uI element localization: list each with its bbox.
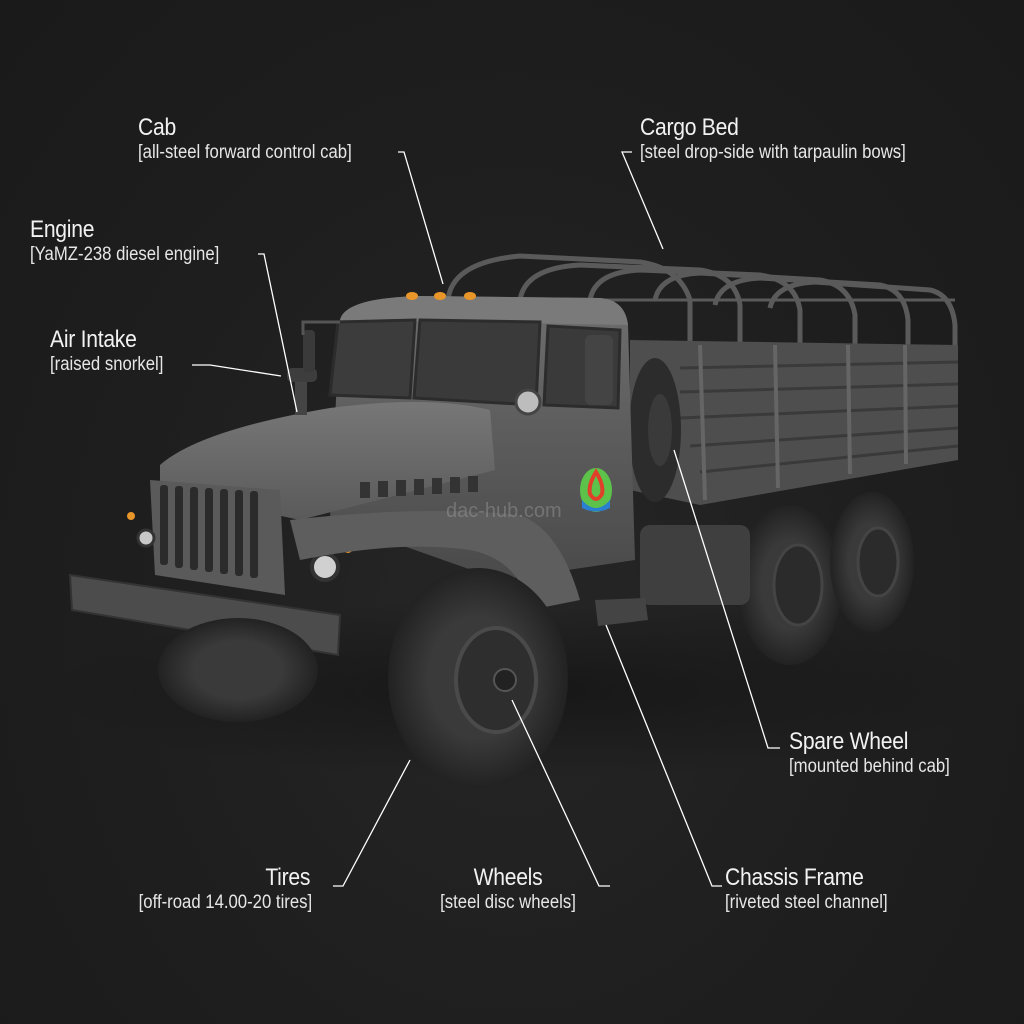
leader-wheels — [511, 699, 610, 887]
leader-air-intake — [192, 364, 282, 377]
fuel-tank — [640, 525, 750, 605]
label-cab: Cab [all-steel forward control cab] — [138, 114, 381, 164]
label-desc: [mounted behind cab] — [789, 756, 950, 777]
spare-wheel-shape — [629, 358, 681, 502]
cab-step — [595, 598, 648, 626]
label-wheels: Wheels [steel disc wheels] — [418, 864, 598, 914]
label-desc: [steel disc wheels] — [440, 892, 576, 913]
label-chassis-frame: Chassis Frame [riveted steel channel] — [725, 864, 910, 914]
cargo-bed — [630, 340, 959, 505]
snorkel — [287, 320, 340, 415]
front-wheel-far — [158, 618, 318, 722]
leader-chassis-frame — [605, 624, 722, 887]
leader-engine — [258, 253, 298, 413]
label-desc: [all-steel forward control cab] — [138, 142, 352, 163]
label-title: Spare Wheel — [789, 728, 909, 755]
label-desc: [raised snorkel] — [50, 354, 164, 375]
label-desc: [riveted steel channel] — [725, 892, 888, 913]
front-wheel-near — [388, 568, 568, 788]
leader-lines — [192, 151, 780, 887]
label-spare-wheel: Spare Wheel [mounted behind cab] — [789, 728, 972, 778]
leader-cab — [398, 151, 444, 285]
label-desc: [off-road 14.00-20 tires] — [138, 892, 312, 913]
rear-wheels — [738, 492, 914, 665]
label-title: Tires — [265, 864, 310, 891]
watermark: dac-hub.com — [446, 500, 562, 522]
label-title: Wheels — [473, 864, 543, 891]
leader-cargo-bed — [621, 151, 664, 250]
door-emblem — [580, 468, 612, 512]
label-tires: Tires [off-road 14.00-20 tires] — [115, 864, 312, 914]
label-title: Chassis Frame — [725, 864, 864, 891]
label-title: Cargo Bed — [640, 114, 739, 141]
label-desc: [steel drop-side with tarpaulin bows] — [640, 142, 906, 163]
label-title: Air Intake — [50, 326, 137, 353]
leader-spare-wheel — [673, 449, 780, 749]
label-title: Cab — [138, 114, 176, 141]
front-fender — [290, 511, 580, 610]
label-engine: Engine [YaMZ-238 diesel engine] — [30, 216, 245, 266]
label-desc: [YaMZ-238 diesel engine] — [30, 244, 220, 265]
tarpaulin-bows — [445, 253, 958, 345]
label-title: Engine — [30, 216, 95, 243]
grille — [127, 480, 353, 595]
leader-tires — [333, 759, 411, 887]
label-cargo-bed: Cargo Bed [steel drop-side with tarpauli… — [640, 114, 942, 164]
label-air-intake: Air Intake [raised snorkel] — [50, 326, 179, 376]
